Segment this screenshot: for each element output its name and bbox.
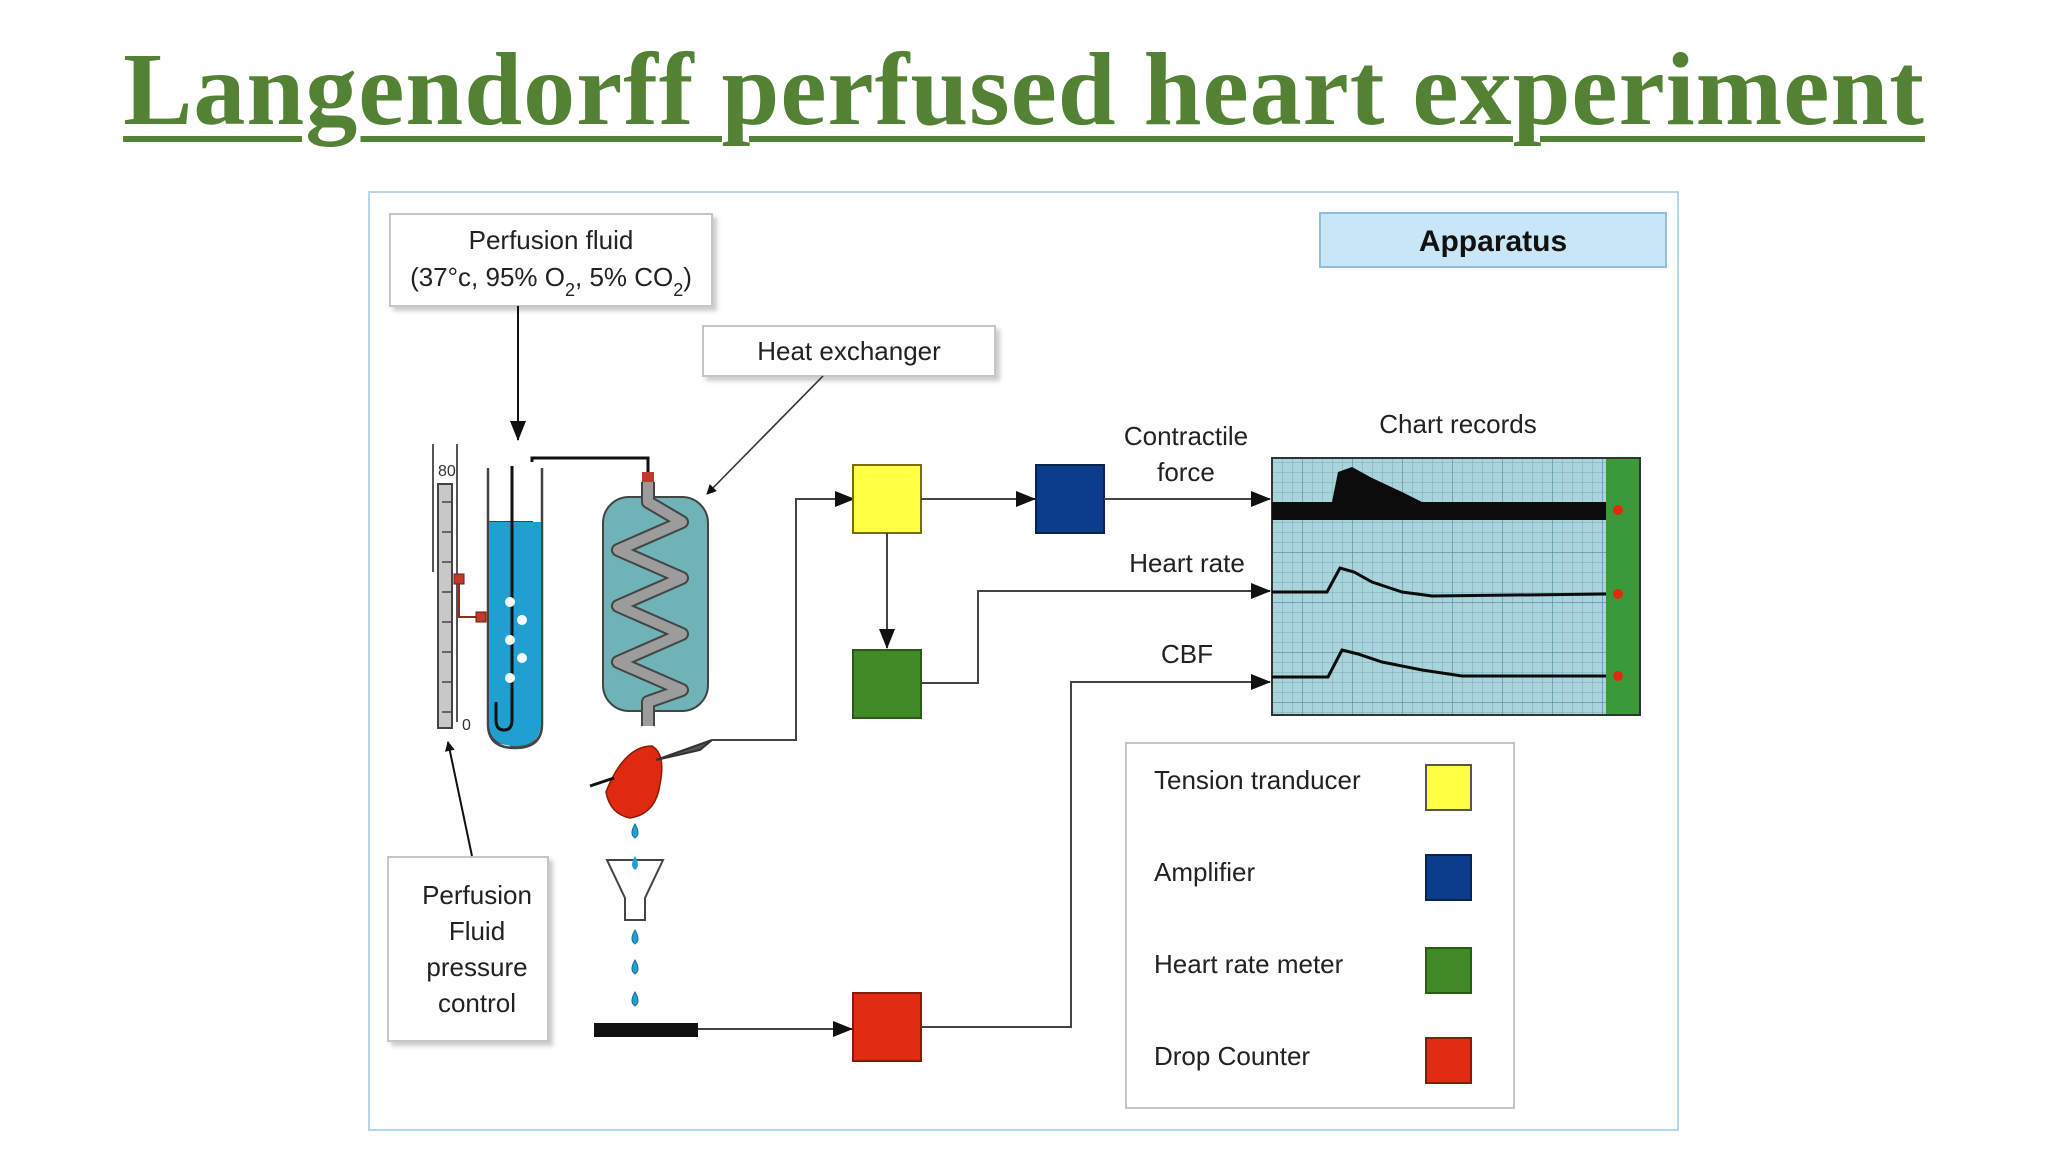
apparatus-header-text: Apparatus	[1419, 225, 1567, 258]
pressure-control-arrow	[444, 741, 473, 857]
legend: Tension tranducer Amplifier Heart rate m…	[1125, 742, 1515, 1109]
legend-item-drop-counter: Drop Counter	[1154, 1037, 1472, 1084]
heat-exchanger-label: Heat exchanger	[702, 325, 996, 377]
legend-swatch-amplifier	[1425, 854, 1472, 901]
chart-recorder	[1271, 457, 1641, 716]
legend-item-heart-rate-meter: Heart rate meter	[1154, 947, 1472, 994]
apparatus-header: Apparatus	[1319, 212, 1667, 268]
apparatus-diagram: Apparatus Perfusion fluid (37°c, 95% O2,…	[368, 191, 1679, 1131]
pressure-control-line2: Fluid	[449, 916, 505, 946]
legend-swatch-tension-transducer	[1425, 764, 1472, 811]
pressure-control-line4: control	[438, 988, 516, 1018]
heat-exchanger-text: Heat exchanger	[757, 336, 941, 366]
manometer-top-label: 80	[438, 463, 456, 480]
drop-collector	[594, 823, 853, 1037]
legend-label-tension-transducer: Tension tranducer	[1154, 765, 1361, 795]
legend-swatch-heart-rate-meter	[1425, 947, 1472, 994]
pressure-control-line1: Perfusion	[422, 880, 532, 910]
heat-exchanger-pointer	[706, 375, 824, 495]
apparatus-svg: Apparatus Perfusion fluid (37°c, 95% O2,…	[387, 212, 1667, 1109]
amplifier-box	[1035, 464, 1105, 534]
signal-connections	[879, 491, 1271, 1028]
legend-item-amplifier: Amplifier	[1154, 854, 1472, 901]
legend-item-tension-transducer: Tension tranducer	[1154, 764, 1472, 811]
contractile-force-label-line2: force	[1157, 457, 1215, 487]
legend-swatch-drop-counter	[1425, 1037, 1472, 1084]
contractile-force-label-line1: Contractile	[1124, 421, 1248, 451]
perfusion-fluid-line1: Perfusion fluid	[469, 225, 634, 255]
legend-label-drop-counter: Drop Counter	[1154, 1041, 1310, 1071]
heart-rate-meter-box	[852, 649, 922, 719]
pressure-control-label: Perfusion Fluid pressure control	[387, 856, 549, 1042]
legend-label-amplifier: Amplifier	[1154, 857, 1255, 887]
chart-records-label: Chart records	[1379, 409, 1537, 439]
manometer-bottom-label: 0	[462, 717, 471, 734]
heat-exchanger	[602, 482, 709, 726]
cbf-label: CBF	[1161, 639, 1213, 669]
heart	[589, 491, 855, 819]
pressure-control-line3: pressure	[426, 952, 527, 982]
perfusion-fluid-line2: (37°c, 95% O2, 5% CO2)	[410, 262, 692, 300]
drop-counter-box	[852, 992, 922, 1062]
manometer: 80 0	[432, 444, 487, 734]
slide-title: Langendorff perfused heart experiment	[123, 32, 1925, 147]
fluid-reservoir	[486, 456, 654, 750]
heart-rate-label: Heart rate	[1129, 548, 1245, 578]
perfusion-fluid-label: Perfusion fluid (37°c, 95% O2, 5% CO2)	[389, 213, 713, 307]
tension-transducer-box	[852, 464, 922, 534]
legend-label-heart-rate-meter: Heart rate meter	[1154, 949, 1344, 979]
